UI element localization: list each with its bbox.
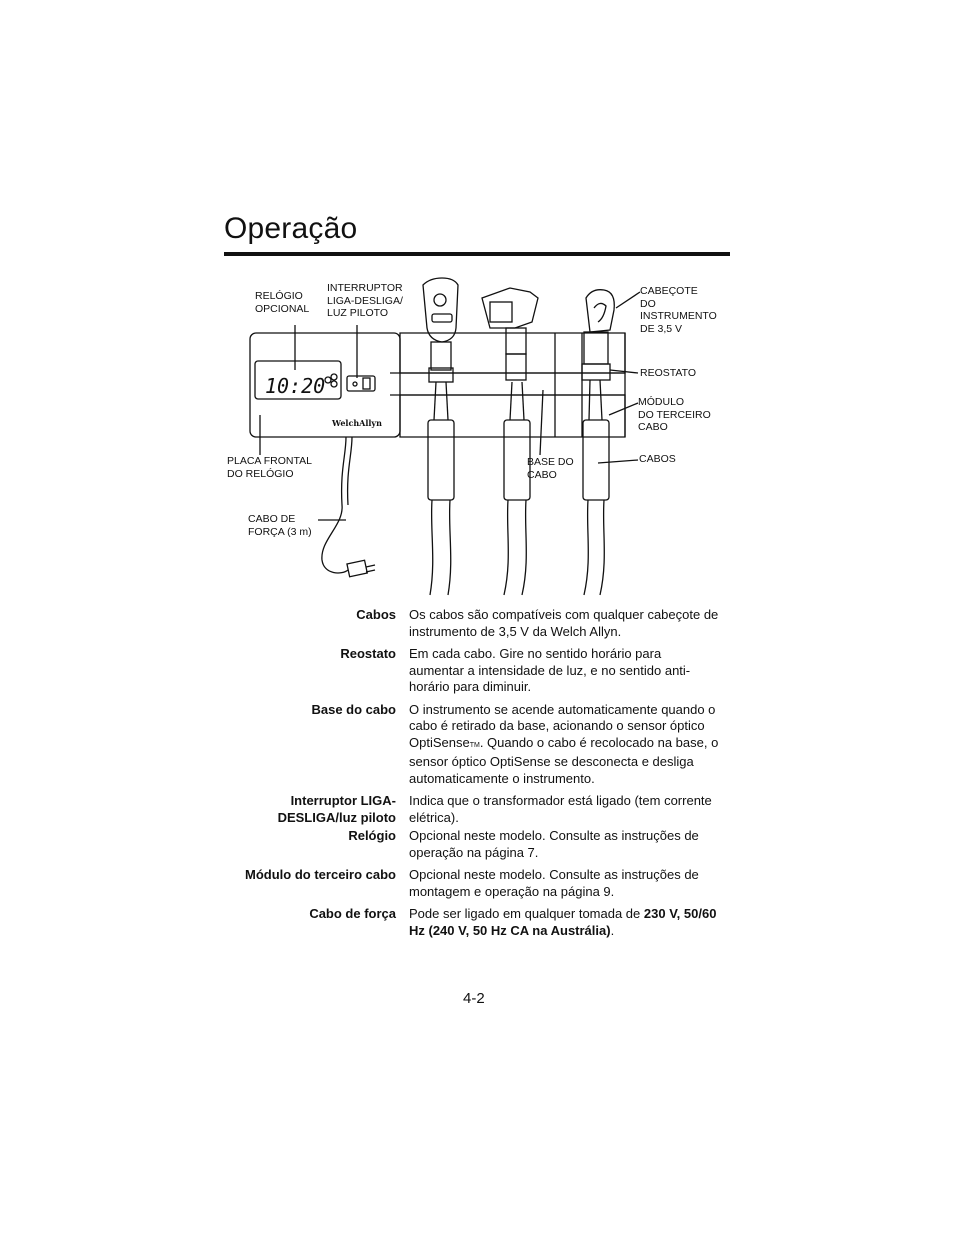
definition-row: Base do cabo O instrumento se acende aut…: [230, 702, 740, 788]
definition-term: Interruptor LIGA-DESLIGA/luz piloto: [277, 793, 396, 825]
definition-desc: Opcional neste modelo. Consulte as instr…: [409, 867, 699, 899]
definition-row: Reostato Em cada cabo. Gire no sentido h…: [230, 646, 740, 696]
definition-term: Módulo do terceiro cabo: [245, 867, 396, 882]
otoscope-head: [481, 287, 539, 329]
definition-row: Interruptor LIGA-DESLIGA/luz piloto Indi…: [230, 793, 740, 826]
definition-term: Base do cabo: [311, 701, 396, 717]
clock-window: [254, 360, 342, 400]
label-cabos: CABOS: [639, 453, 676, 465]
definition-desc: O instrumento se acende automaticamente …: [409, 701, 719, 786]
label-reostato: REOSTATO: [640, 367, 697, 379]
on-off-switch: [346, 375, 376, 392]
definition-term: Relógio: [348, 828, 396, 843]
page-title: Operação: [224, 212, 358, 245]
definition-row: Cabos Os cabos são compatíveis com qualq…: [230, 607, 740, 640]
definition-term: Cabos: [356, 607, 396, 622]
definition-desc: Os cabos são compatíveis com qualquer ca…: [409, 607, 719, 639]
definition-desc: Indica que o transformador está ligado (…: [409, 793, 712, 825]
transformer-housing: [249, 332, 401, 438]
ophthalmoscope-head: [422, 277, 459, 343]
clock-display-text: 10:20: [265, 374, 325, 398]
title-rule: [224, 252, 730, 256]
definitions-list: Cabos Os cabos são compatíveis com qualq…: [230, 607, 740, 945]
definition-row: Módulo do terceiro cabo Opcional neste m…: [230, 867, 740, 900]
definition-term: Cabo de força: [309, 906, 396, 921]
wall-unit-figure: 10:20 WelchAllyn: [220, 270, 740, 605]
definition-desc: Opcional neste modelo. Consulte as instr…: [409, 828, 699, 860]
definition-desc: Pode ser ligado em qualquer tomada de 23…: [409, 906, 717, 938]
definition-desc: Em cada cabo. Gire no sentido horário pa…: [409, 646, 691, 694]
definition-term: Reostato: [340, 646, 396, 661]
wall-unit-illustration: 10:20 WelchAllyn: [249, 277, 641, 596]
brand-logo-text: WelchAllyn: [331, 418, 382, 428]
third-instrument-head: [585, 289, 615, 333]
page-number: 4-2: [463, 990, 485, 1007]
definition-row: Cabo de força Pode ser ligado em qualque…: [230, 906, 740, 939]
definition-row: Relógio Opcional neste modelo. Consulte …: [230, 828, 740, 861]
